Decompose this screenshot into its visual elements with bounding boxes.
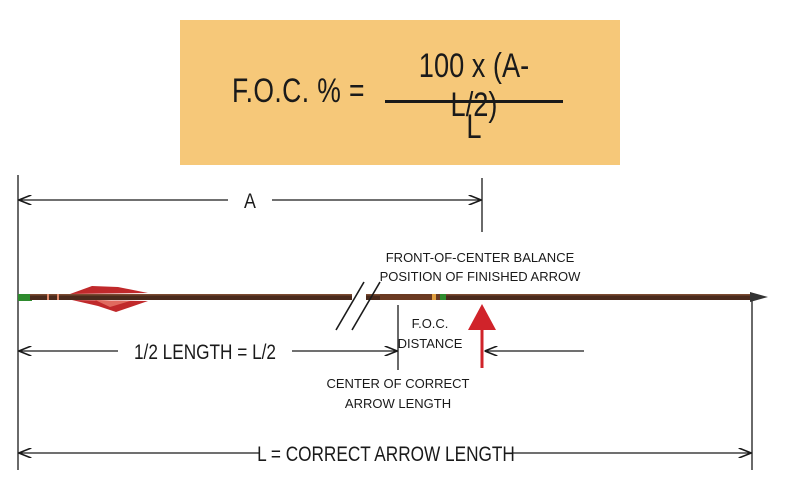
half-length-label: 1/2 LENGTH = L/2 bbox=[134, 342, 276, 365]
crest-band-2 bbox=[440, 294, 446, 300]
break-slash-1 bbox=[335, 281, 365, 331]
crest-wrap bbox=[380, 294, 440, 300]
formula-box: F.O.C. % = 100 x (A-L/2) L bbox=[180, 20, 620, 165]
arrow-point bbox=[750, 292, 768, 302]
center-label-line1: CENTER OF CORRECT bbox=[327, 376, 470, 391]
arrow-illustration bbox=[18, 281, 768, 331]
nock bbox=[18, 294, 32, 301]
crest-band-1 bbox=[432, 294, 436, 300]
foc-distance-label-line1: F.O.C. bbox=[412, 316, 449, 331]
fletching-shade bbox=[95, 300, 130, 307]
center-label-line2: ARROW LENGTH bbox=[345, 396, 451, 411]
foc-distance-label-line2: DISTANCE bbox=[398, 336, 463, 351]
balance-point-marker bbox=[468, 304, 496, 330]
a-label: A bbox=[244, 190, 256, 214]
fraction-bar bbox=[385, 100, 563, 103]
correct-length-label: L = CORRECT ARROW LENGTH bbox=[257, 444, 515, 467]
formula-numerator: 100 x (A-L/2) bbox=[418, 47, 530, 124]
foc-balance-label-line1: FRONT-OF-CENTER BALANCE bbox=[386, 250, 575, 265]
fletching-top bbox=[70, 286, 148, 294]
break-slash-2 bbox=[351, 281, 381, 331]
foc-balance-label-line2: POSITION OF FINISHED ARROW bbox=[380, 269, 582, 284]
break-gap bbox=[352, 290, 366, 304]
formula-denominator: L bbox=[466, 108, 482, 146]
formula-lhs: F.O.C. % = bbox=[232, 72, 365, 110]
